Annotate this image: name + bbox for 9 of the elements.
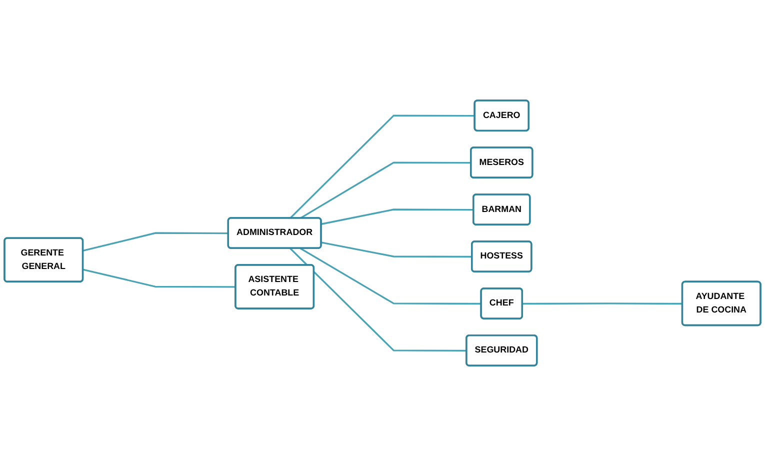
- connector: [290, 248, 467, 352]
- connector: [82, 268, 236, 288]
- connector: [82, 232, 228, 252]
- connector: [300, 162, 472, 219]
- connector: [321, 242, 472, 258]
- connector: [321, 208, 474, 225]
- connector: [300, 248, 482, 305]
- connector: [522, 302, 683, 305]
- connector: [290, 114, 475, 219]
